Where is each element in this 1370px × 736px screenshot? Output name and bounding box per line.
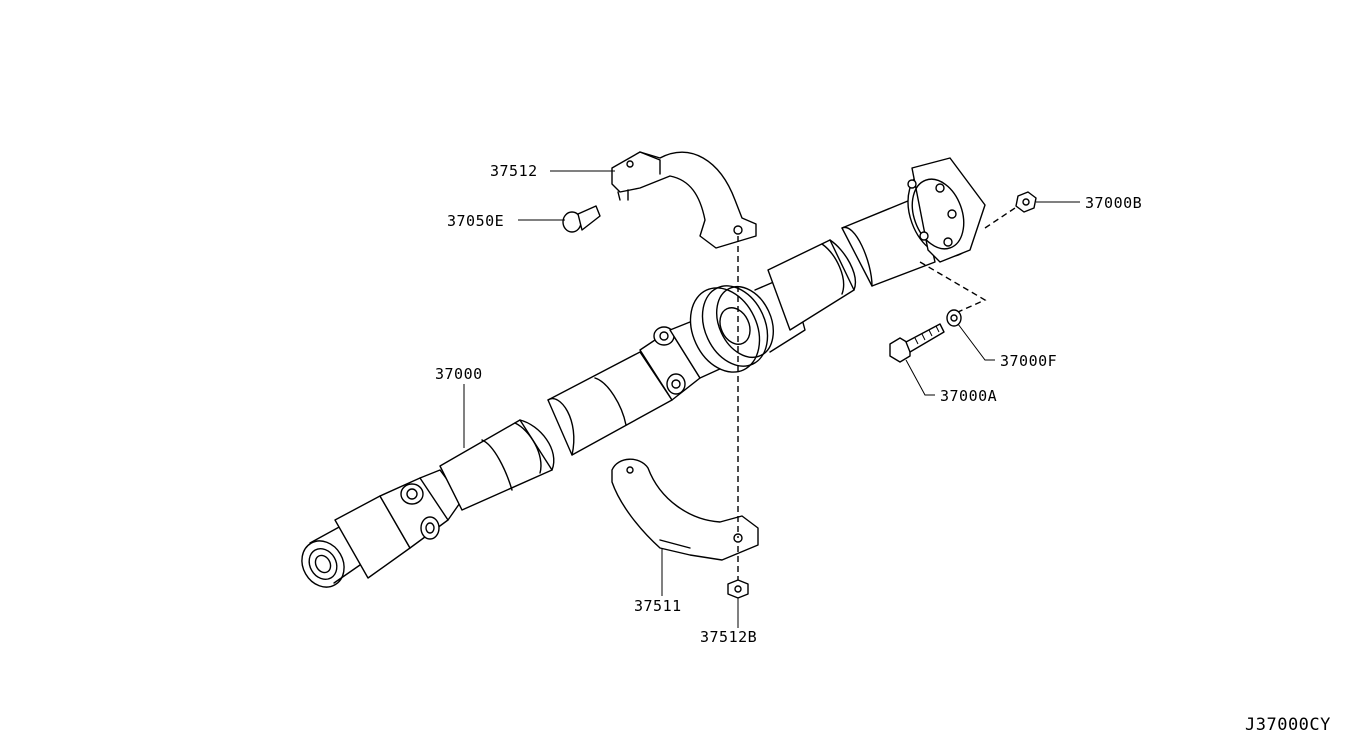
assembly-lines <box>737 205 1019 580</box>
nut-37512b <box>727 579 749 599</box>
lower-bracket <box>611 458 759 561</box>
fastener-37050e <box>562 205 601 233</box>
label-37000a: 37000A <box>940 387 997 405</box>
label-37512b: 37512B <box>700 628 757 646</box>
middle-shaft-section <box>547 317 723 456</box>
center-bearing <box>689 274 806 373</box>
label-37511: 37511 <box>634 597 682 615</box>
label-37000f: 37000F <box>1000 352 1057 370</box>
label-37000b: 37000B <box>1085 194 1142 212</box>
leader-lines <box>463 170 1080 628</box>
label-37050e: 37050E <box>447 212 504 230</box>
washer-37000f <box>946 309 962 327</box>
bolt-37000a <box>889 323 945 363</box>
nut-37000b <box>1015 191 1037 213</box>
front-shaft-section <box>301 419 555 588</box>
rear-shaft-section <box>767 157 986 331</box>
diagram-code: J37000CY <box>1245 715 1331 735</box>
label-37000: 37000 <box>435 365 483 383</box>
upper-bracket <box>611 151 757 249</box>
label-37512: 37512 <box>490 162 538 180</box>
